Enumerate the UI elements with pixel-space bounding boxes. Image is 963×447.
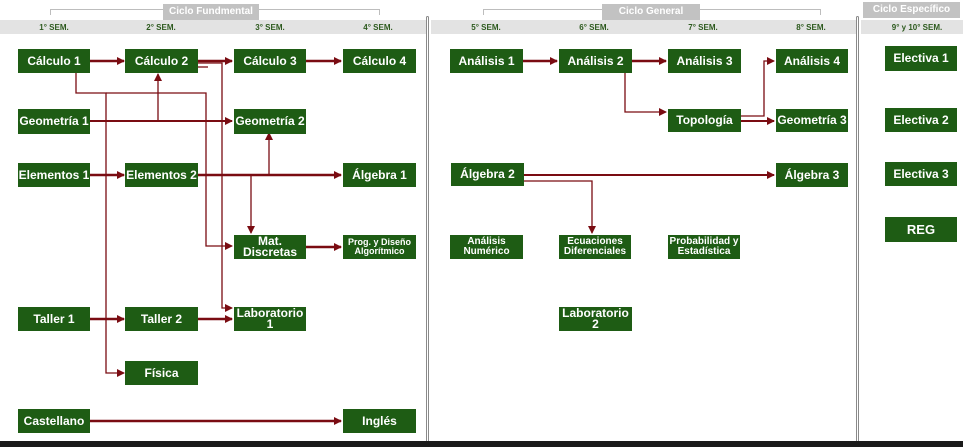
- course-calculo-2[interactable]: Cálculo 2: [125, 49, 198, 73]
- course-prog-diseno-algoritmico[interactable]: Prog. y Diseño Algorítmico: [343, 235, 416, 259]
- course-laboratorio-1[interactable]: Laboratorio 1: [234, 307, 306, 331]
- course-geometria-2[interactable]: Geometría 2: [234, 109, 306, 134]
- course-probabilidad-line1: Probabilidad y: [669, 236, 739, 247]
- course-ingles[interactable]: Inglés: [343, 409, 416, 433]
- course-ecuaciones-line2: Diferenciales: [563, 246, 627, 257]
- course-mat-discretas[interactable]: Mat. Discretas: [234, 235, 306, 259]
- arrow-topologia-analisis4: [741, 57, 775, 117]
- semester-bar-fundamental: [0, 20, 426, 34]
- cycle-especifico-label: Ciclo Específico: [863, 2, 960, 18]
- course-castellano[interactable]: Castellano: [18, 409, 90, 433]
- course-geometria-1[interactable]: Geometría 1: [18, 109, 90, 134]
- course-analisis-1[interactable]: Análisis 1: [450, 49, 523, 73]
- arrow-algebra2-ecuaciones: [524, 180, 596, 234]
- semester-9-10-label: 9° y 10° SEM.: [891, 23, 943, 32]
- course-analisis-numerico-line2: Numérico: [463, 246, 510, 257]
- semester-8-label: 8° SEM.: [796, 23, 826, 32]
- course-analisis-numerico[interactable]: Análisis Numérico: [450, 235, 523, 259]
- cycle-fundamental-label: Ciclo Fundmental: [163, 4, 259, 20]
- cycle-general-label: Ciclo General: [602, 4, 700, 20]
- arrow-calculo1-matdiscretas: [106, 92, 233, 250]
- arrow-analisis2-topologia: [624, 73, 667, 116]
- course-taller-1[interactable]: Taller 1: [18, 307, 90, 331]
- arrow-calculo2-laboratorio1: [198, 62, 233, 312]
- course-electiva-3[interactable]: Electiva 3: [885, 162, 957, 186]
- semester-1-label: 1° SEM.: [39, 23, 69, 32]
- course-analisis-4[interactable]: Análisis 4: [776, 49, 848, 73]
- semester-bar-especifico: [861, 20, 963, 34]
- course-calculo-4[interactable]: Cálculo 4: [343, 49, 416, 73]
- semester-2-label: 2° SEM.: [146, 23, 176, 32]
- semester-3-label: 3° SEM.: [255, 23, 285, 32]
- course-analisis-3[interactable]: Análisis 3: [668, 49, 741, 73]
- course-analisis-numerico-line1: Análisis: [467, 236, 506, 247]
- course-reg[interactable]: REG: [885, 217, 957, 242]
- course-probabilidad-line2: Estadística: [677, 246, 731, 257]
- course-probabilidad-estadistica[interactable]: Probabilidad y Estadística: [668, 235, 740, 259]
- course-prog-diseno-line2: Algorítmico: [354, 246, 405, 256]
- course-calculo-3[interactable]: Cálculo 3: [234, 49, 306, 73]
- semester-5-label: 5° SEM.: [471, 23, 501, 32]
- course-elementos-2[interactable]: Elementos 2: [125, 163, 198, 187]
- footer-bar: [0, 441, 963, 447]
- course-electiva-1[interactable]: Electiva 1: [885, 46, 957, 71]
- course-ecuaciones-diferenciales[interactable]: Ecuaciones Diferenciales: [559, 235, 631, 259]
- semester-6-label: 6° SEM.: [579, 23, 609, 32]
- course-laboratorio-2[interactable]: Laboratorio 2: [559, 307, 632, 331]
- course-analisis-2[interactable]: Análisis 2: [559, 49, 632, 73]
- course-calculo-1[interactable]: Cálculo 1: [18, 49, 90, 73]
- course-elementos-1[interactable]: Elementos 1: [18, 163, 90, 187]
- semester-bar-general: [431, 20, 856, 34]
- semester-7-label: 7° SEM.: [688, 23, 718, 32]
- course-prog-diseno-line1: Prog. y Diseño: [347, 237, 411, 247]
- course-electiva-2[interactable]: Electiva 2: [885, 108, 957, 132]
- course-algebra-2[interactable]: Álgebra 2: [451, 163, 524, 186]
- semester-4-label: 4° SEM.: [363, 23, 393, 32]
- course-fisica[interactable]: Física: [125, 361, 198, 385]
- course-topologia[interactable]: Topología: [668, 109, 741, 132]
- course-algebra-3[interactable]: Álgebra 3: [776, 163, 848, 187]
- course-ecuaciones-line1: Ecuaciones: [567, 236, 623, 247]
- course-taller-2[interactable]: Taller 2: [125, 307, 198, 331]
- course-geometria-3[interactable]: Geometría 3: [776, 109, 848, 132]
- course-algebra-1[interactable]: Álgebra 1: [343, 163, 416, 187]
